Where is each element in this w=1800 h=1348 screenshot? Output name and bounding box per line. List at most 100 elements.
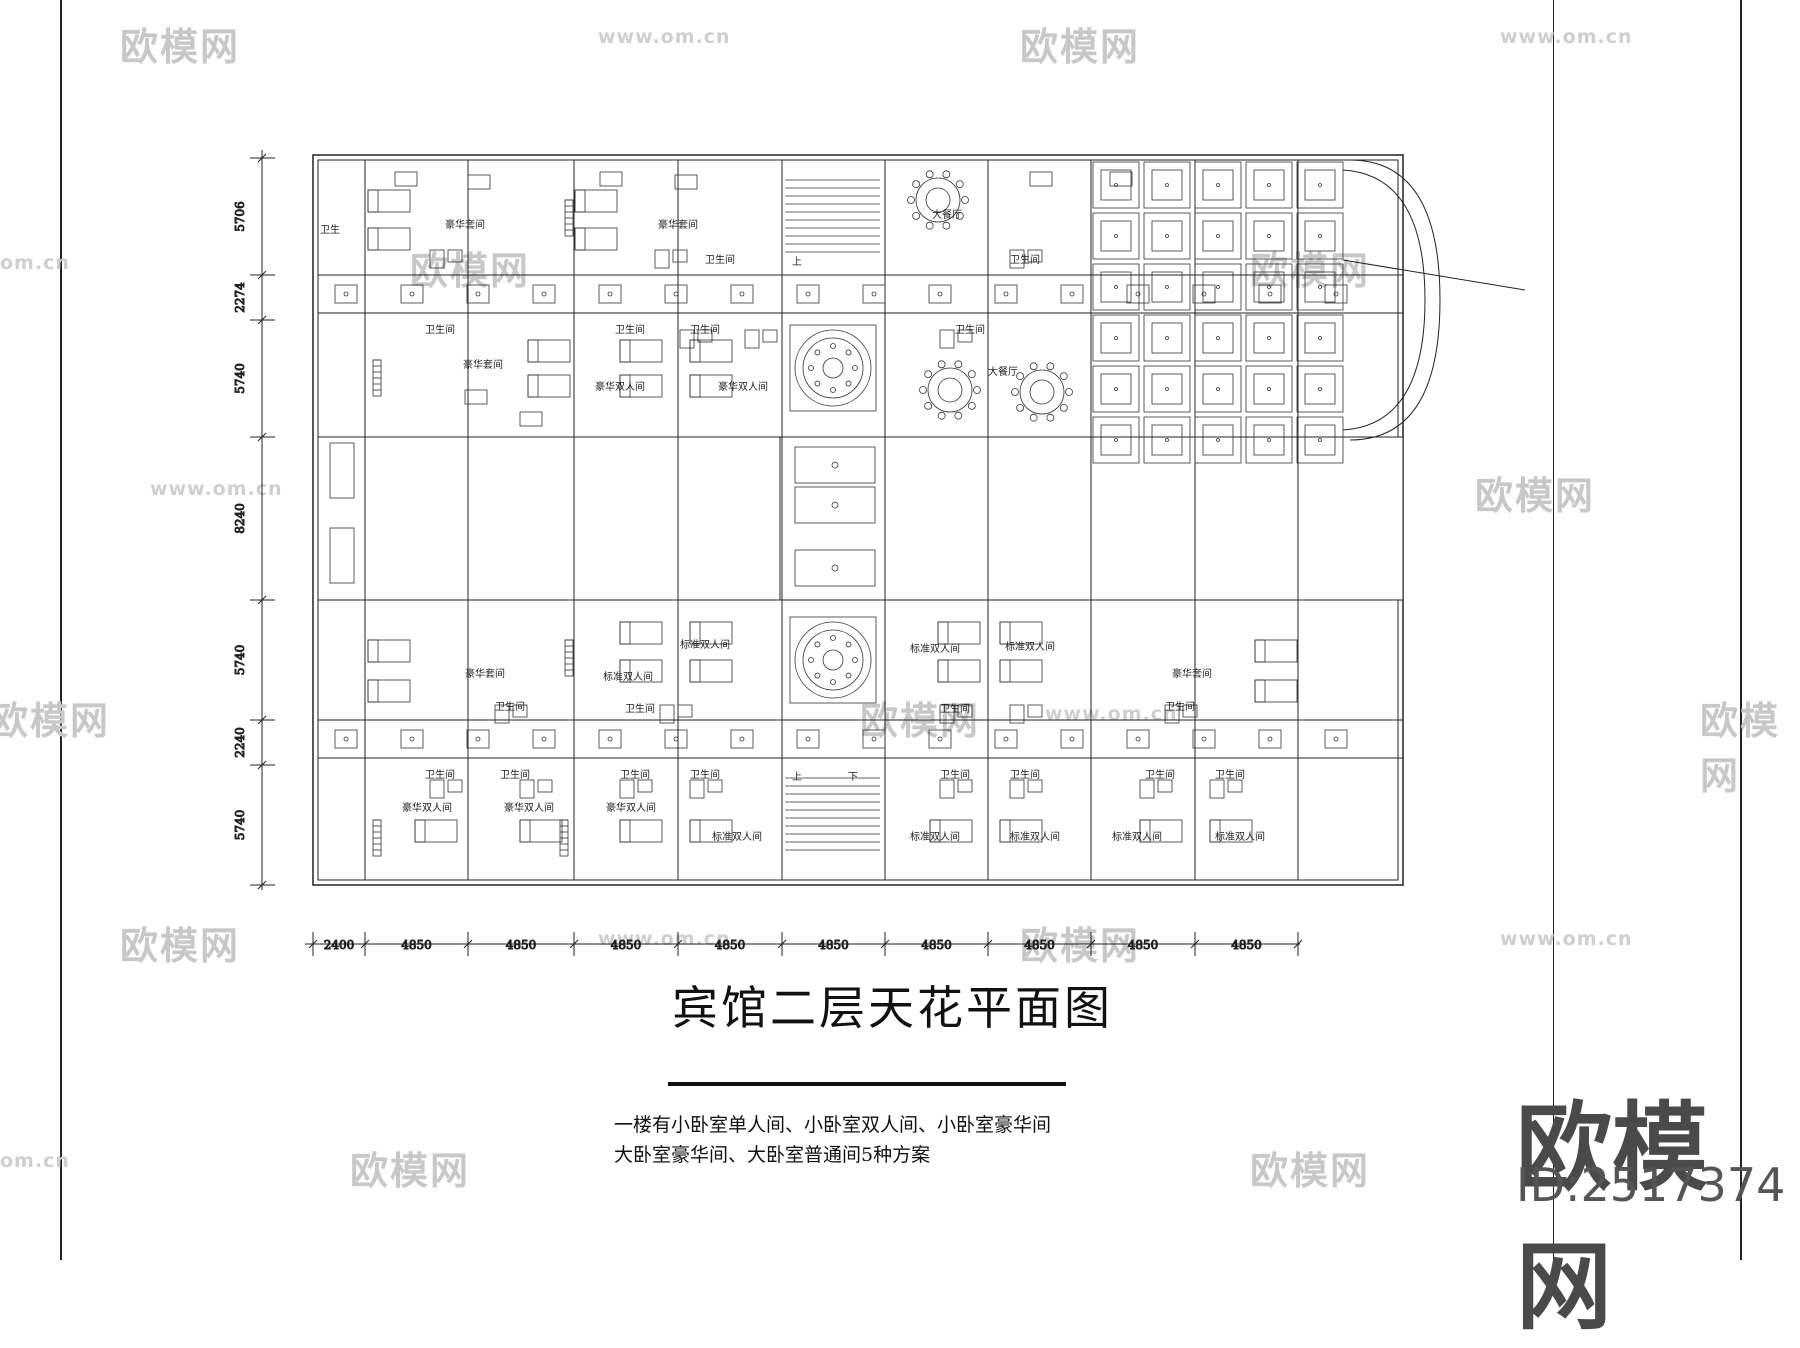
- downlight: [1267, 285, 1271, 289]
- toilet: [939, 704, 955, 724]
- chair: [942, 170, 951, 179]
- corridor-light: [598, 729, 622, 749]
- dim-label-vertical: 5706: [233, 201, 247, 232]
- corridor-light: [1192, 284, 1216, 304]
- ceiling-panel-inner: [1100, 322, 1132, 354]
- toilet: [1009, 779, 1025, 799]
- room-bathroom: 卫生间: [1010, 768, 1040, 781]
- downlight: [1267, 438, 1271, 442]
- dim-slash: [257, 153, 267, 163]
- ceiling-panel-inner: [1100, 220, 1132, 252]
- chair: [1046, 413, 1055, 422]
- downlight: [1267, 336, 1271, 340]
- bed: [937, 659, 981, 683]
- dim-slash: [257, 760, 267, 770]
- corridor-light: [466, 284, 490, 304]
- corridor-light: [466, 729, 490, 749]
- toilet: [1164, 704, 1180, 724]
- west-light-panel: [329, 442, 355, 499]
- pillow: [1139, 819, 1151, 843]
- dim-slash: [880, 939, 890, 949]
- downlight: [1114, 285, 1118, 289]
- ceiling-panel: [1245, 212, 1293, 260]
- corridor-light: [664, 729, 688, 749]
- sofa: [467, 174, 491, 190]
- toilet: [659, 704, 675, 724]
- toilet: [679, 329, 695, 349]
- basin: [672, 249, 688, 263]
- corridor-light: [664, 284, 688, 304]
- bed: [574, 227, 618, 251]
- ceiling-panel: [1194, 416, 1242, 464]
- dim-slash: [569, 939, 579, 949]
- chair: [937, 360, 946, 369]
- bed: [367, 189, 411, 213]
- plan-fixtures: [329, 161, 1348, 857]
- ceiling-panel-inner: [1304, 424, 1336, 456]
- feature-ceiling-frame: [789, 324, 877, 412]
- room-bathroom: 卫生间: [955, 323, 985, 336]
- room-luxury-suite: 豪华套间: [1172, 667, 1212, 680]
- downlight: [1318, 438, 1322, 442]
- room-standard-double: 标准双人间: [910, 830, 960, 843]
- ceiling-panel-inner: [1202, 271, 1234, 303]
- corridor-light: [400, 284, 424, 304]
- corridor-light: [796, 729, 820, 749]
- room-luxury-double: 豪华双人间: [606, 801, 656, 814]
- ceiling-panel: [1296, 365, 1344, 413]
- ceiling-panel: [1143, 416, 1191, 464]
- downlight: [1267, 291, 1273, 297]
- watermark-url: www.om.cn: [1500, 26, 1633, 48]
- chair: [912, 180, 921, 189]
- pillow: [999, 621, 1011, 645]
- toilet: [519, 779, 535, 799]
- ceiling-panel: [1092, 314, 1140, 362]
- chair: [954, 360, 963, 369]
- dim-slash: [983, 939, 993, 949]
- pillow: [619, 621, 631, 645]
- ceiling-panel: [1092, 365, 1140, 413]
- downlight: [1114, 234, 1118, 238]
- downlight: [845, 672, 852, 679]
- corridor-light: [1258, 729, 1282, 749]
- ceiling-panel-inner: [1100, 169, 1132, 201]
- chair: [924, 370, 933, 379]
- room-standard-double: 标准双人间: [910, 642, 960, 655]
- downlight: [1114, 438, 1118, 442]
- bed: [414, 819, 458, 843]
- drawing-title: 宾馆二层天花平面图: [672, 981, 1113, 1035]
- downlight: [1201, 736, 1207, 742]
- description-line-1: 一楼有小卧室单人间、小卧室双人间、小卧室豪华间: [614, 1114, 1052, 1136]
- room-bathroom: 卫生间: [1215, 768, 1245, 781]
- toilet: [689, 779, 705, 799]
- ceiling-panel-inner: [1100, 373, 1132, 405]
- dim-label-horizontal: 4850: [401, 938, 432, 952]
- watermark-brand: 欧模网: [120, 924, 241, 968]
- downlight: [739, 736, 745, 742]
- pillow: [619, 374, 631, 398]
- room-bathroom: 卫生间: [690, 323, 720, 336]
- room-bathroom: 卫生间: [425, 323, 455, 336]
- pillow: [999, 819, 1011, 843]
- ceiling-panel-inner: [1304, 220, 1336, 252]
- downlight: [1318, 285, 1322, 289]
- ceiling-panel: [1296, 212, 1344, 260]
- room-standard-double: 标准双人间: [603, 670, 653, 683]
- dim-label-vertical: 5740: [233, 810, 247, 841]
- room-luxury-double: 豪华双人间: [504, 801, 554, 814]
- corridor-light: [1324, 729, 1348, 749]
- title-underline: [668, 1082, 1066, 1086]
- pillow: [619, 819, 631, 843]
- downlight: [830, 343, 836, 349]
- pillow: [1209, 819, 1221, 843]
- downlight: [805, 736, 811, 742]
- dim-label-horizontal: 4850: [921, 938, 952, 952]
- watermark-brand: 欧模网: [1700, 699, 1781, 798]
- sofa: [1029, 171, 1053, 187]
- room-standard-double: 标准双人间: [712, 830, 762, 843]
- pillow: [689, 621, 701, 645]
- bed: [1254, 639, 1298, 663]
- room-bathroom: 卫生间: [615, 323, 645, 336]
- ceiling-panel-inner: [1304, 373, 1336, 405]
